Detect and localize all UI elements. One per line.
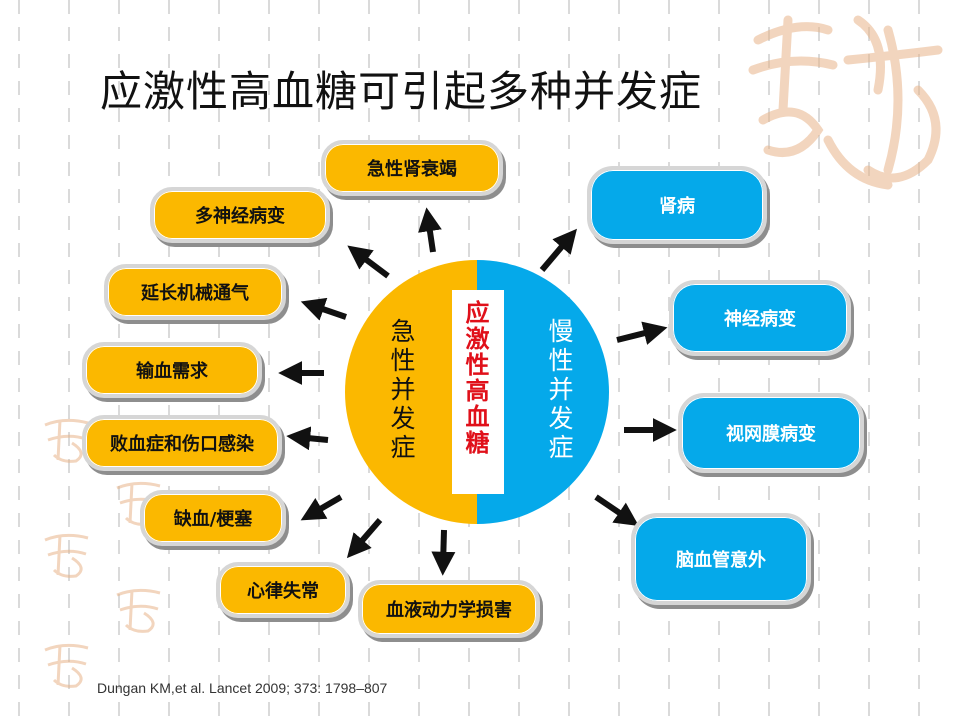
chronic-item-cerebrovascular: 脑血管意外 bbox=[631, 513, 811, 605]
acute-item-polyneuropathy: 多神经病变 bbox=[150, 187, 330, 243]
acute-item-ischemia: 缺血/梗塞 bbox=[140, 490, 286, 546]
acute-item-arrhythmia: 心律失常 bbox=[216, 562, 350, 618]
citation: Dungan KM,et al. Lancet 2009; 373: 1798–… bbox=[97, 680, 388, 696]
page-title: 应激性高血糖可引起多种并发症 bbox=[100, 67, 703, 116]
arrow-ischemia bbox=[300, 494, 343, 521]
arrow-ventilation bbox=[300, 297, 347, 321]
center-label-box bbox=[452, 290, 504, 494]
arrow-hemodynamic bbox=[431, 529, 456, 576]
acute-item-renal-failure: 急性肾衰竭 bbox=[321, 140, 503, 196]
calligraphy-logo bbox=[748, 15, 943, 190]
arrow-neuropathy bbox=[616, 321, 668, 345]
chronic-complications-label: 慢性并发症 bbox=[545, 318, 574, 463]
arrow-arrhythmia bbox=[346, 518, 383, 559]
acute-item-prolonged-ventilation: 延长机械通气 bbox=[104, 264, 286, 320]
chronic-item-nephropathy: 肾病 bbox=[587, 166, 767, 244]
stamp-icon bbox=[44, 643, 89, 688]
chronic-item-neuropathy: 神经病变 bbox=[669, 280, 851, 356]
acute-item-sepsis-infection: 败血症和伤口感染 bbox=[82, 415, 282, 471]
stamp-icon bbox=[44, 418, 89, 463]
acute-item-hemodynamic: 血液动力学损害 bbox=[358, 580, 540, 638]
stamp-icon bbox=[116, 588, 161, 633]
acute-complications-label: 急性并发症 bbox=[387, 318, 416, 463]
stress-hyperglycemia-label: 应激性高血糖 bbox=[461, 300, 490, 456]
chronic-item-retinopathy: 视网膜病变 bbox=[678, 393, 864, 473]
stamp-icon bbox=[44, 533, 89, 578]
arrow-acute-renal bbox=[418, 207, 442, 253]
acute-item-transfusion: 输血需求 bbox=[82, 342, 262, 398]
arrow-sepsis bbox=[286, 426, 329, 451]
